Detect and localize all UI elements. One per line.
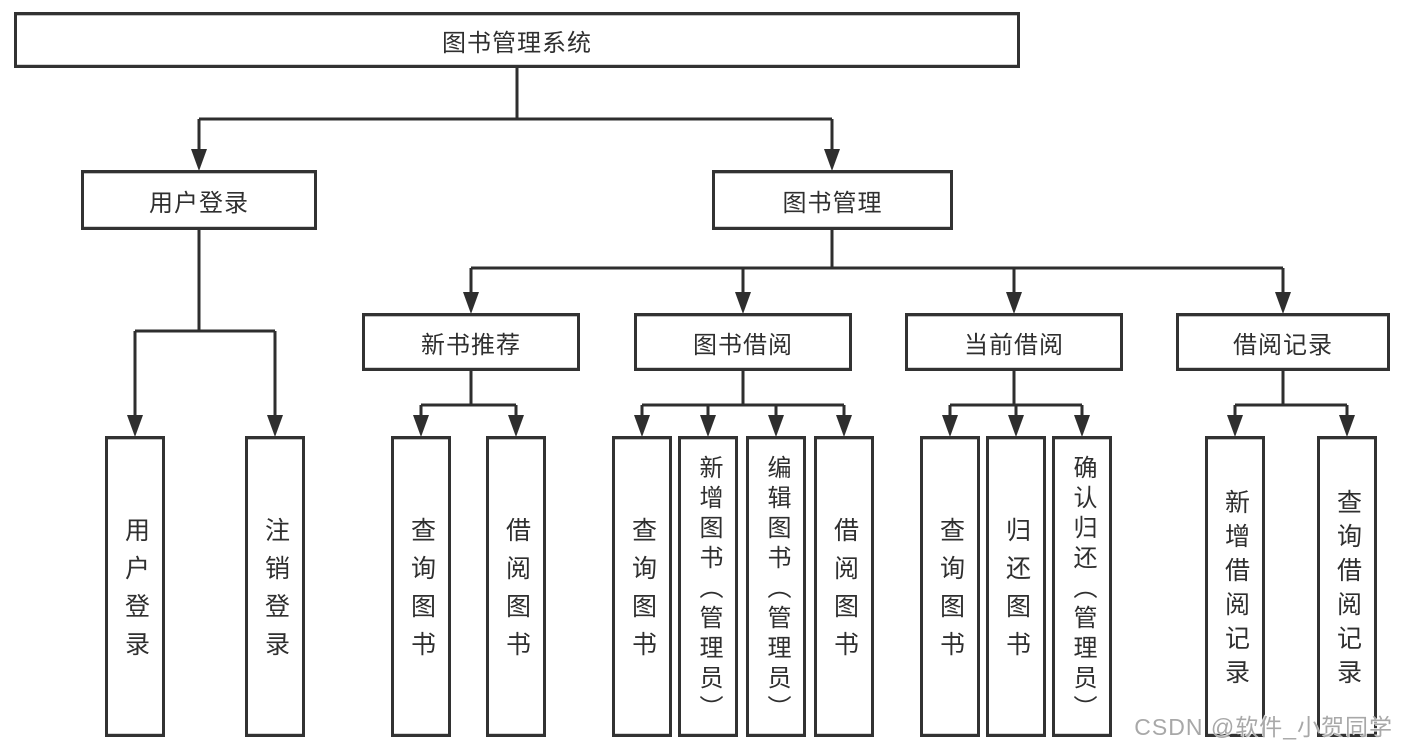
node-label: 查询图书	[936, 517, 965, 669]
arrow-down-icon	[1006, 292, 1022, 314]
node-label: 归还图书	[1002, 517, 1031, 669]
node-label: 借阅图书	[502, 517, 531, 669]
node-edit-books-admin: 编辑图书（管理员）	[746, 436, 806, 737]
arrow-down-icon	[836, 415, 852, 437]
edge-borrow-record-to-children	[1233, 371, 1349, 417]
csdn-watermark: CSDN @软件_小贺同学	[1134, 714, 1393, 740]
node-borrow-books-recommend: 借阅图书	[486, 436, 546, 737]
edge-user-login-to-children	[133, 230, 277, 417]
node-label: 图书管理系统	[442, 29, 592, 57]
node-label: 当前借阅	[964, 331, 1064, 359]
node-label: 编辑图书（管理员）	[763, 454, 790, 725]
node-library-system: 图书管理系统	[14, 12, 1020, 68]
edge-current-borrow-to-children	[948, 371, 1084, 417]
node-query-books-recommend: 查询图书	[391, 436, 451, 737]
node-query-books-borrow: 查询图书	[612, 436, 672, 737]
arrow-down-icon	[191, 149, 207, 171]
node-label: 新增借阅记录	[1221, 489, 1250, 693]
node-book-borrow: 图书借阅	[634, 313, 852, 371]
node-label: 用户登录	[121, 517, 150, 669]
node-book-management: 图书管理	[712, 170, 953, 230]
arrow-down-icon	[508, 415, 524, 437]
arrow-down-icon	[700, 415, 716, 437]
arrow-down-icon	[267, 415, 283, 437]
node-label: 查询图书	[628, 517, 657, 669]
arrow-down-icon	[1275, 292, 1291, 314]
node-logout: 注销登录	[245, 436, 305, 737]
node-return-books: 归还图书	[986, 436, 1046, 737]
node-label: 借阅图书	[830, 517, 859, 669]
arrow-down-icon	[634, 415, 650, 437]
arrow-down-icon	[735, 292, 751, 314]
node-label: 图书管理	[782, 189, 883, 217]
node-label: 新书推荐	[421, 331, 521, 359]
arrow-down-icon	[824, 149, 840, 171]
node-add-borrow-record: 新增借阅记录	[1205, 436, 1265, 737]
arrow-down-icon	[1008, 415, 1024, 437]
node-label: 确认归还（管理员）	[1069, 454, 1096, 725]
arrow-down-icon	[127, 415, 143, 437]
arrow-down-icon	[768, 415, 784, 437]
node-confirm-return-admin: 确认归还（管理员）	[1052, 436, 1112, 737]
node-add-books-admin: 新增图书（管理员）	[678, 436, 738, 737]
node-borrow-books-leaf: 借阅图书	[814, 436, 874, 737]
node-label: 查询图书	[407, 517, 436, 669]
node-label: 注销登录	[261, 517, 290, 669]
arrow-down-icon	[1339, 415, 1355, 437]
node-label: 新增图书（管理员）	[695, 454, 722, 725]
node-user-login-leaf: 用户登录	[105, 436, 165, 737]
node-query-borrow-record: 查询借阅记录	[1317, 436, 1377, 737]
edge-book-borrow-to-children	[640, 371, 846, 417]
node-query-books-current: 查询图书	[920, 436, 980, 737]
arrow-down-icon	[413, 415, 429, 437]
arrow-down-icon	[942, 415, 958, 437]
node-label: 查询借阅记录	[1333, 489, 1362, 693]
node-label: 图书借阅	[693, 331, 793, 359]
node-label: 借阅记录	[1233, 331, 1333, 359]
arrow-down-icon	[463, 292, 479, 314]
edge-book-management-to-level3	[469, 230, 1285, 294]
edge-root-to-level2	[197, 68, 834, 150]
arrow-down-icon	[1227, 415, 1243, 437]
node-user-login: 用户登录	[81, 170, 317, 230]
node-borrow-record: 借阅记录	[1176, 313, 1390, 371]
node-new-book-recommend: 新书推荐	[362, 313, 580, 371]
arrow-down-icon	[1074, 415, 1090, 437]
edge-new-book-to-children	[419, 371, 518, 417]
node-current-borrow: 当前借阅	[905, 313, 1123, 371]
node-label: 用户登录	[149, 189, 249, 217]
